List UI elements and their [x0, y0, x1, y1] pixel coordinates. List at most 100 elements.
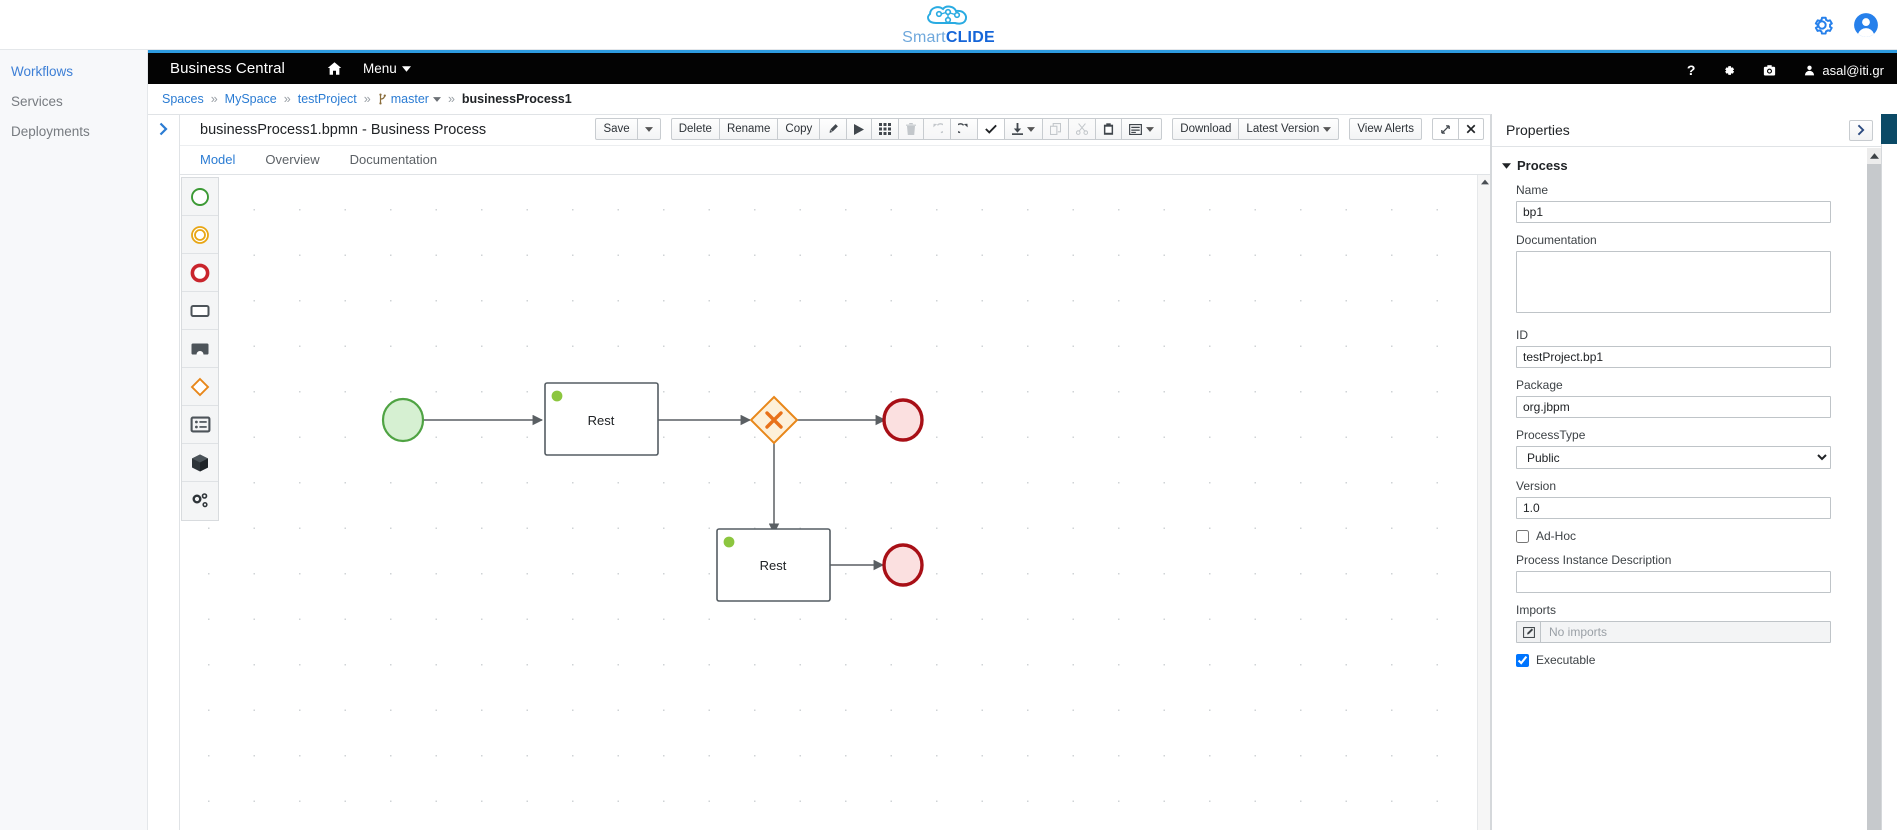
download-button[interactable]: Download [1172, 118, 1240, 140]
form-generation-button[interactable] [1121, 118, 1163, 140]
scroll-up-icon[interactable] [1478, 175, 1491, 189]
palette-start-events[interactable] [182, 178, 218, 216]
sidebar-item-deployments[interactable]: Deployments [0, 116, 147, 146]
maximize-icon [1441, 124, 1450, 134]
field-label-documentation: Documentation [1516, 233, 1597, 247]
home-icon[interactable] [327, 61, 342, 76]
edit-icon [1522, 626, 1535, 638]
breadcrumb-item-branch[interactable]: master [378, 92, 441, 106]
grid-button[interactable] [871, 118, 900, 140]
toolbar-group-window [1432, 118, 1484, 140]
toolbar-group-save: Save [595, 118, 661, 140]
export-button[interactable] [1004, 118, 1044, 140]
processtype-select[interactable]: Public Private None [1516, 446, 1831, 469]
menu-dropdown[interactable]: Menu [363, 61, 411, 76]
camera-button[interactable] [1749, 53, 1790, 87]
save-dropdown-button[interactable] [636, 118, 661, 140]
properties-collapse-button[interactable] [1849, 119, 1873, 141]
sidebar-item-label: Deployments [11, 123, 90, 139]
business-central-header: Business Central Menu ? [148, 50, 1897, 84]
gear-icon[interactable] [1809, 12, 1835, 38]
palette-activities[interactable] [182, 292, 218, 330]
breadcrumb-item-myspace[interactable]: MySpace [224, 92, 277, 106]
imports-row: No imports [1516, 621, 1831, 643]
close-icon [1466, 124, 1476, 134]
tab-overview[interactable]: Overview [265, 151, 320, 167]
breadcrumb-separator: » [283, 92, 291, 106]
properties-body: Process Name Documentation ID Package Pr… [1492, 148, 1867, 830]
executable-checkbox[interactable] [1516, 653, 1529, 667]
scroll-up-icon[interactable] [1867, 148, 1881, 164]
breadcrumb-separator: » [447, 92, 455, 106]
palette-containers[interactable] [182, 406, 218, 444]
sidebar-item-services[interactable]: Services [0, 86, 147, 116]
cut-button [1068, 118, 1097, 140]
service-task-node[interactable]: Rest [716, 528, 831, 602]
grid-icon [879, 123, 892, 135]
name-input[interactable] [1516, 201, 1831, 223]
field-imports: Imports No imports [1492, 603, 1867, 643]
id-input[interactable] [1516, 346, 1831, 368]
delete-button[interactable]: Delete [670, 118, 720, 140]
delete-shape-button [898, 118, 925, 140]
chevron-down-icon [644, 126, 653, 132]
redo-button[interactable] [950, 118, 979, 140]
version-input[interactable] [1516, 497, 1831, 519]
help-button[interactable]: ? [1674, 53, 1709, 87]
settings-button[interactable] [1708, 53, 1749, 87]
breadcrumb-item-testproject[interactable]: testProject [297, 92, 357, 106]
close-button[interactable] [1458, 118, 1484, 140]
process-instance-description-input[interactable] [1516, 571, 1831, 593]
edit-imports-button[interactable] [1517, 622, 1541, 642]
user-account-menu[interactable]: asal@iti.gr [1790, 53, 1897, 87]
service-task-marker [551, 390, 563, 402]
documentation-textarea[interactable] [1516, 251, 1831, 313]
save-button[interactable]: Save [595, 118, 638, 140]
properties-scrollbar[interactable] [1867, 148, 1881, 830]
logo-text-light: Smart [902, 29, 946, 46]
field-version: Version [1492, 479, 1867, 519]
package-input[interactable] [1516, 396, 1831, 418]
canvas-vertical-scrollbar[interactable] [1477, 175, 1490, 830]
chevron-down-icon [1146, 126, 1155, 132]
properties-section-process[interactable]: Process [1492, 158, 1867, 183]
adhoc-checkbox[interactable] [1516, 529, 1529, 543]
bpmn-canvas[interactable]: Rest Rest [180, 175, 1458, 830]
rename-button[interactable]: Rename [718, 118, 779, 140]
run-button[interactable] [846, 118, 873, 140]
right-panel-tab[interactable] [1881, 114, 1897, 144]
sidebar-item-workflows[interactable]: Workflows [0, 56, 147, 86]
palette-gateways[interactable] [182, 368, 218, 406]
highlighter-button[interactable] [819, 118, 848, 140]
end-event-node[interactable] [882, 398, 924, 442]
end-event-node[interactable] [882, 543, 924, 587]
palette-intermediate-events[interactable] [182, 216, 218, 254]
palette-custom-tasks[interactable] [182, 482, 218, 520]
maximize-button[interactable] [1432, 118, 1459, 140]
palette-end-events[interactable] [182, 254, 218, 292]
palette-subprocesses[interactable] [182, 330, 218, 368]
properties-panel: Properties Process Name Documentation [1491, 114, 1881, 830]
tab-documentation[interactable]: Documentation [349, 151, 438, 167]
service-task-node[interactable]: Rest [544, 382, 659, 456]
validate-button[interactable] [977, 118, 1006, 140]
editor-expand-toggle[interactable] [148, 115, 180, 830]
field-label-version: Version [1516, 479, 1557, 493]
branch-label: master [390, 92, 429, 106]
tab-model[interactable]: Model [200, 151, 236, 167]
breadcrumb-item-spaces[interactable]: Spaces [162, 92, 204, 106]
gateway-x-marker [765, 411, 783, 429]
task-label: Rest [760, 558, 787, 573]
paste-button[interactable] [1095, 118, 1123, 140]
exclusive-gateway-node[interactable] [749, 395, 799, 445]
version-selector-button[interactable]: Latest Version [1238, 118, 1340, 140]
field-label-adhoc: Ad-Hoc [1536, 529, 1577, 543]
paste-icon [1104, 123, 1114, 135]
field-adhoc: Ad-Hoc [1492, 529, 1867, 543]
help-icon: ? [1686, 62, 1696, 78]
user-avatar-icon[interactable] [1853, 12, 1879, 38]
start-event-node[interactable] [381, 397, 425, 443]
palette-artifacts[interactable] [182, 444, 218, 482]
view-alerts-button[interactable]: View Alerts [1349, 118, 1422, 140]
copy-button[interactable]: Copy [777, 118, 821, 140]
